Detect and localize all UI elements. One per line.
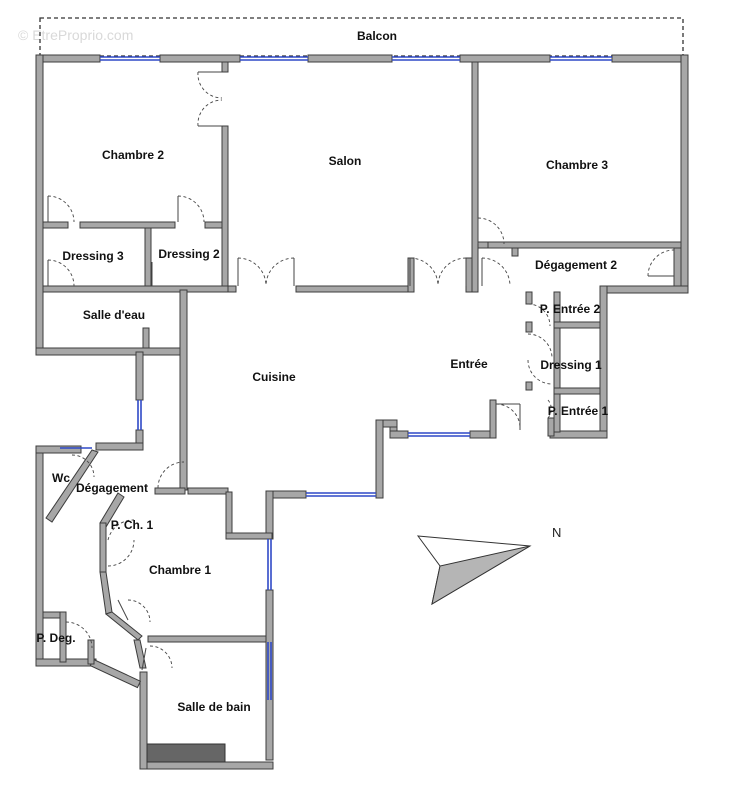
windows bbox=[60, 56, 612, 700]
label-salle-eau: Salle d'eau bbox=[83, 308, 145, 322]
label-degagement: Dégagement bbox=[76, 481, 148, 495]
compass: N bbox=[416, 525, 561, 606]
label-dressing-3: Dressing 3 bbox=[62, 249, 124, 263]
outer-walls bbox=[35, 54, 689, 770]
inner-walls bbox=[42, 61, 682, 669]
label-wc: Wc bbox=[52, 471, 70, 485]
label-p-ch-1: P. Ch. 1 bbox=[111, 518, 154, 532]
label-degagement-2: Dégagement 2 bbox=[535, 258, 617, 272]
label-p-entree-2: P. Entrée 2 bbox=[540, 302, 601, 316]
label-chambre-2: Chambre 2 bbox=[102, 148, 164, 162]
label-p-entree-1: P. Entrée 1 bbox=[548, 404, 609, 418]
label-entree: Entrée bbox=[450, 357, 488, 371]
label-cuisine: Cuisine bbox=[252, 370, 296, 384]
north-label: N bbox=[552, 525, 561, 540]
label-p-deg: P. Deg. bbox=[36, 631, 75, 645]
label-salle-de-bain: Salle de bain bbox=[177, 700, 250, 714]
label-balcon: Balcon bbox=[357, 29, 397, 43]
label-salon: Salon bbox=[329, 154, 362, 168]
bathtub bbox=[146, 743, 226, 763]
label-dressing-2: Dressing 2 bbox=[158, 247, 220, 261]
label-dressing-1: Dressing 1 bbox=[540, 358, 602, 372]
compass-arrow-dark bbox=[431, 545, 531, 606]
label-chambre-1: Chambre 1 bbox=[149, 563, 211, 577]
room-labels: Balcon Chambre 2 Salon Chambre 3 Dressin… bbox=[36, 29, 617, 714]
doors bbox=[47, 71, 675, 671]
watermark: © EtreProprio.com bbox=[18, 27, 133, 43]
label-chambre-3: Chambre 3 bbox=[546, 158, 608, 172]
